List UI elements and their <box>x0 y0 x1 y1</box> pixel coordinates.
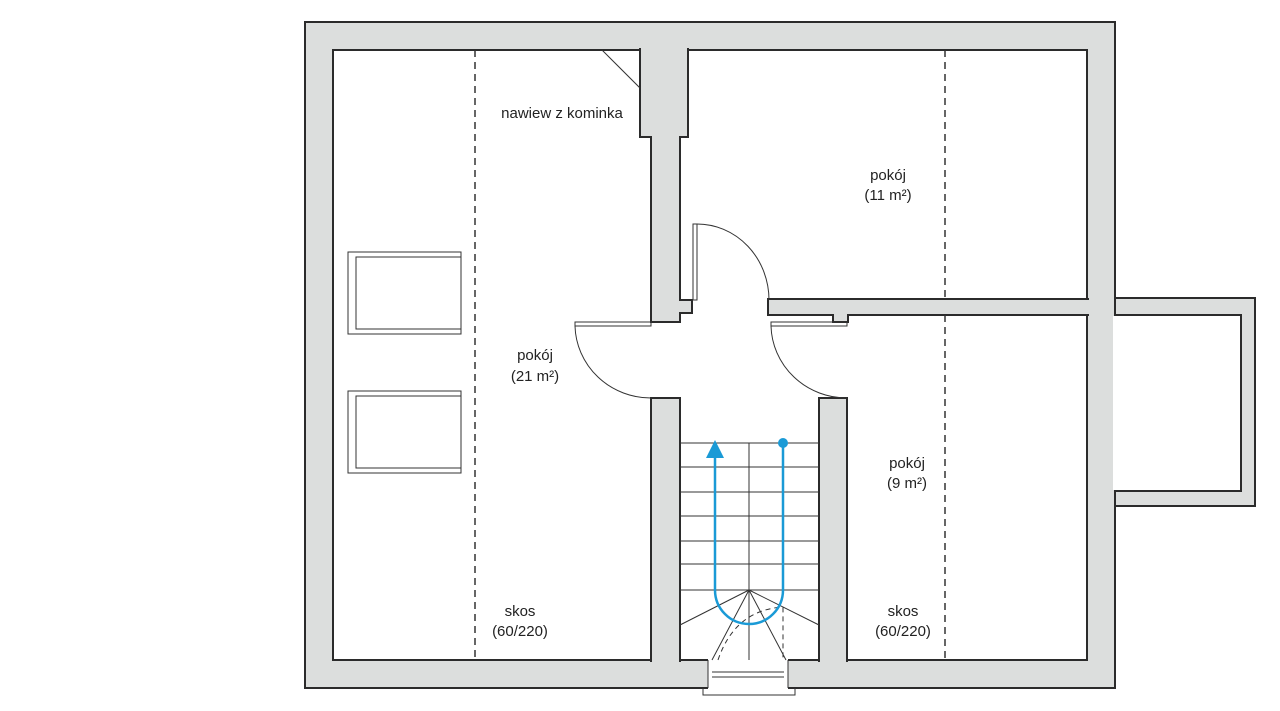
arrow-up-icon <box>706 440 724 458</box>
partition-wall <box>767 298 1089 323</box>
room-area: (11 m²) <box>864 187 911 204</box>
room-name: pokój <box>870 167 906 184</box>
vent-line <box>601 49 641 89</box>
stair-wall-left <box>650 397 681 662</box>
wall-joint <box>641 46 687 52</box>
chimney-note: nawiew z kominka <box>501 105 623 122</box>
slope-value: (60/220) <box>492 623 548 640</box>
wall-joint <box>1085 300 1090 314</box>
threshold <box>702 660 796 696</box>
stair-wall-right <box>818 397 848 662</box>
room-name: pokój <box>517 347 553 364</box>
stair-direction-path <box>713 443 785 626</box>
roof-window <box>347 390 462 474</box>
room-area: (21 m²) <box>511 368 559 385</box>
door-right-room[interactable] <box>770 321 848 399</box>
slope-value: (60/220) <box>875 623 931 640</box>
outer-wall <box>304 21 1116 689</box>
room-name: pokój <box>889 455 925 472</box>
slope-label: skos <box>888 603 919 620</box>
room-area: (9 m²) <box>887 475 927 492</box>
bay-wall <box>1114 297 1256 507</box>
door-left-room[interactable] <box>574 321 652 399</box>
wall-joint <box>820 656 846 662</box>
door-upper-room[interactable] <box>692 223 770 301</box>
staircase <box>679 438 820 661</box>
stair-opening <box>708 659 788 689</box>
chimney-wall <box>639 48 693 323</box>
slope-label: skos <box>505 603 536 620</box>
roof-window <box>347 251 462 335</box>
stair-start-dot <box>778 438 788 448</box>
wall-joint <box>652 656 679 662</box>
bay-opening <box>1113 316 1116 490</box>
